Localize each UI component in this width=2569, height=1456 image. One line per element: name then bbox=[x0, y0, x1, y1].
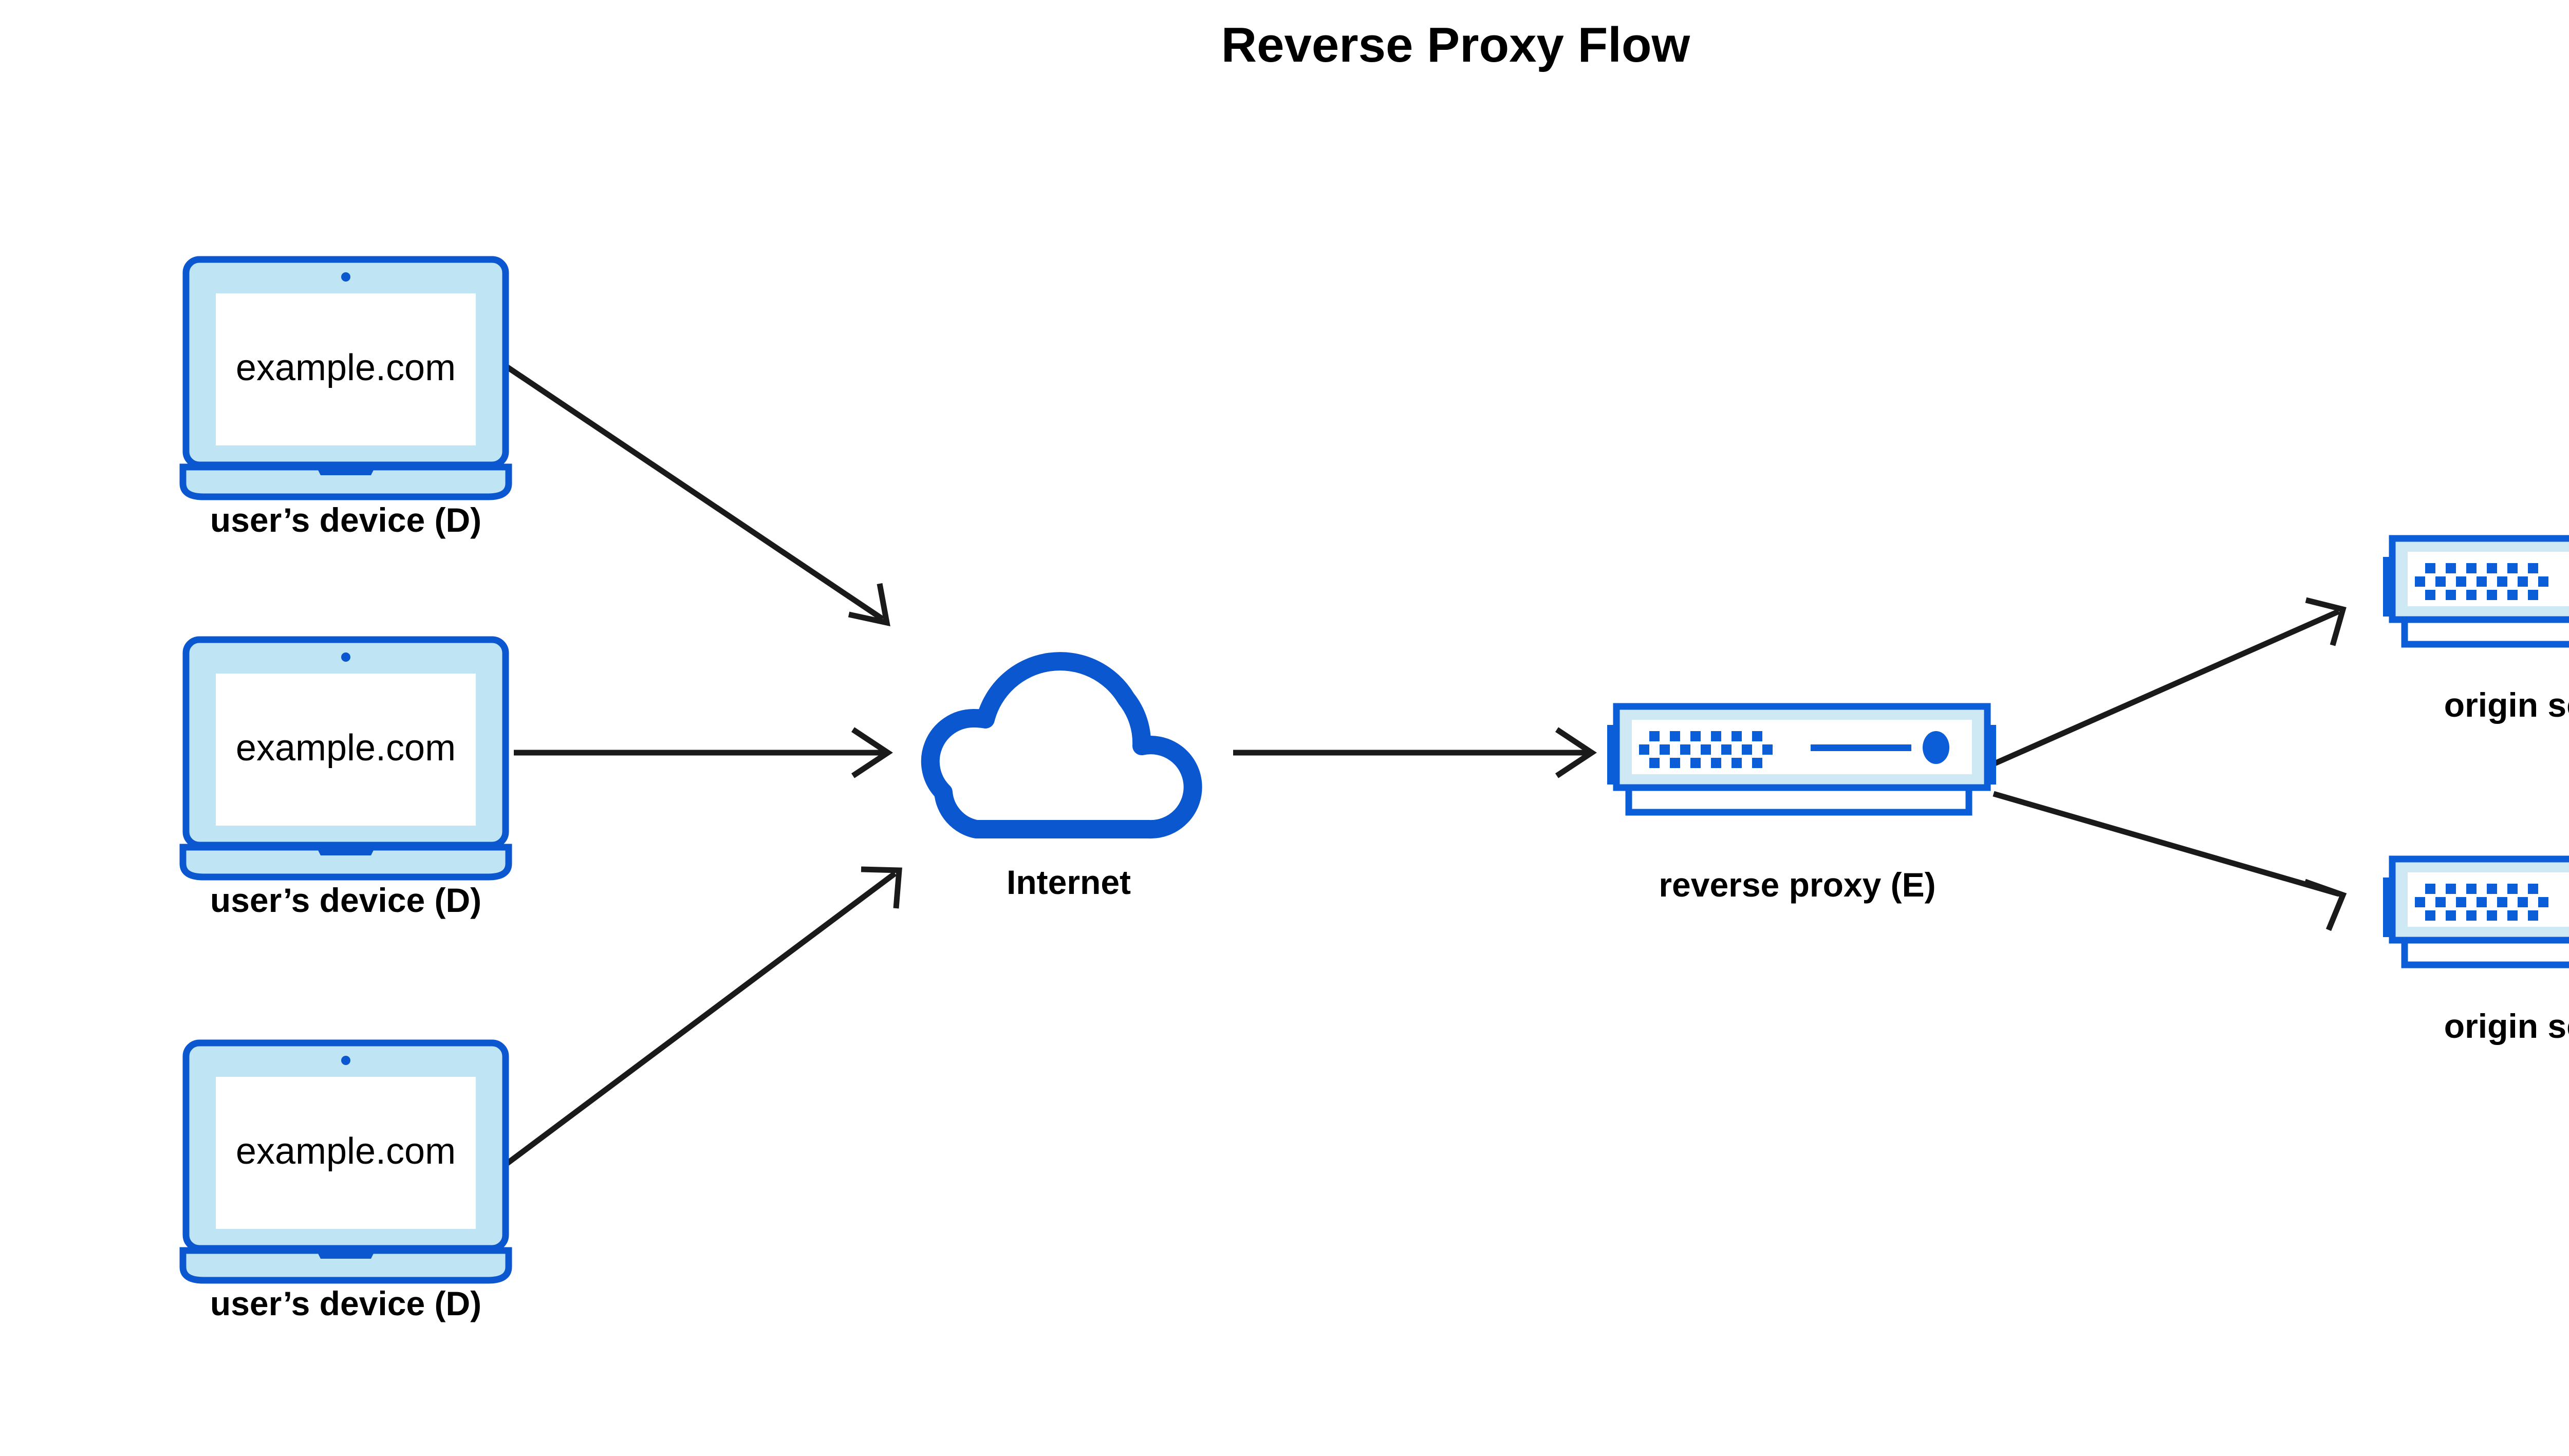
internet-label: Internet bbox=[1007, 863, 1131, 901]
server-icon bbox=[1607, 706, 1996, 812]
node-user-device-2[interactable]: example.com user’s device (D) bbox=[183, 640, 509, 919]
server-icon bbox=[2383, 859, 2569, 965]
flow-proxy-origin1-arrow bbox=[1992, 597, 2347, 767]
device-screen-text: example.com bbox=[236, 1131, 456, 1172]
device-screen-text: example.com bbox=[236, 727, 456, 769]
device-label: user’s device (D) bbox=[210, 501, 481, 539]
cloud-icon bbox=[930, 661, 1193, 829]
node-reverse-proxy[interactable]: reverse proxy (E) bbox=[1607, 706, 1996, 904]
reverse-proxy-label: reverse proxy (E) bbox=[1659, 866, 1935, 904]
node-internet[interactable]: Internet bbox=[930, 661, 1193, 901]
page-title: Reverse Proxy Flow bbox=[1221, 17, 1690, 72]
origin-server-label: origin server (F) bbox=[2444, 686, 2569, 724]
server-icon bbox=[2383, 538, 2569, 644]
node-user-device-3[interactable]: example.com user’s device (D) bbox=[183, 1043, 509, 1322]
node-origin-server-2[interactable]: origin server (F) bbox=[2383, 859, 2569, 1045]
flow-device3-internet-arrow bbox=[504, 866, 902, 1167]
device-label: user’s device (D) bbox=[210, 881, 481, 919]
flow-arrows bbox=[504, 364, 2347, 1167]
device-screen-text: example.com bbox=[236, 347, 456, 388]
device-label: user’s device (D) bbox=[210, 1284, 481, 1322]
flow-internet-proxy-arrow bbox=[1233, 727, 1597, 778]
flow-device2-internet-arrow bbox=[514, 727, 893, 778]
node-user-device-1[interactable]: example.com user’s device (D) bbox=[183, 259, 509, 539]
flow-proxy-origin2-arrow bbox=[1993, 791, 2347, 931]
origin-server-label: origin server (F) bbox=[2444, 1007, 2569, 1045]
flow-device1-internet-arrow bbox=[504, 364, 890, 627]
node-origin-server-1[interactable]: origin server (F) bbox=[2383, 538, 2569, 724]
